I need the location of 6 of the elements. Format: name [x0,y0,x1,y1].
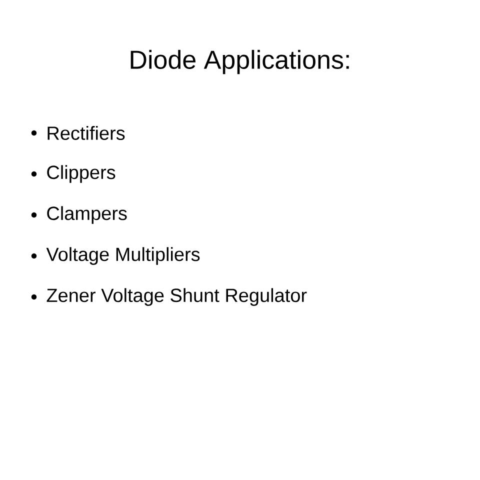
bullet-item: Clampers [47,206,127,224]
bullet-item: Rectifiers [48,126,125,140]
slide-title: Diode Applications: [130,50,349,74]
bullet-item: Zener Voltage Shunt Regulator [46,288,307,306]
bullet-item: Clippers [47,165,116,183]
bullet-item: Voltage Multipliers [46,247,200,265]
